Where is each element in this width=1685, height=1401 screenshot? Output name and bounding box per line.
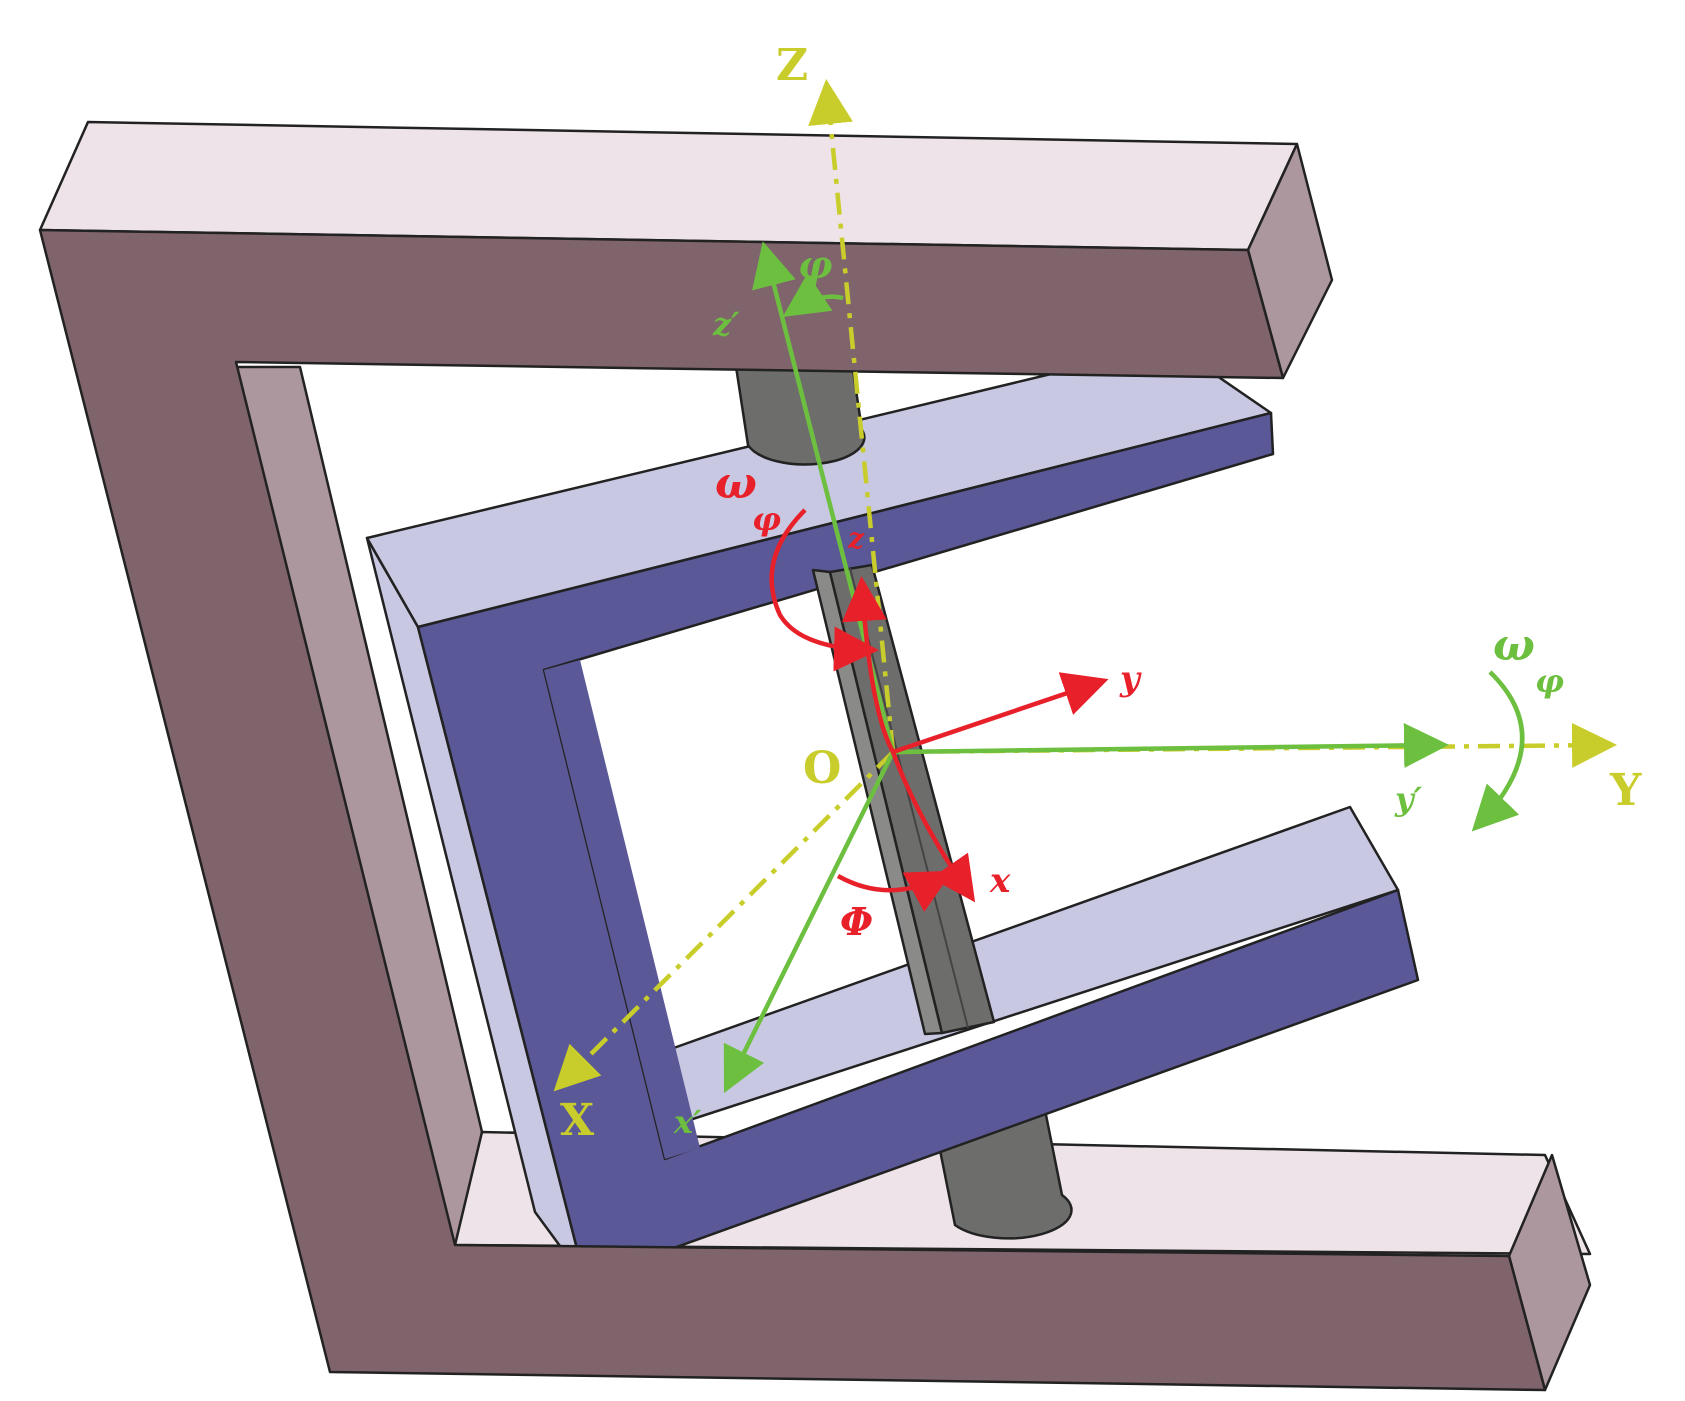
- outer-frame-front: [38, 120, 1592, 1392]
- outer-frame-top-bar-top: [38, 120, 1299, 252]
- label-Phi: Φ: [840, 899, 873, 944]
- axis-x-prime: [723, 751, 896, 1094]
- omega-red-arc: [769, 508, 879, 672]
- axis-y-prime: [892, 722, 1449, 768]
- label-x-prime: x′: [673, 1103, 702, 1141]
- axis-x-body: [890, 751, 976, 903]
- label-X: X: [560, 1095, 595, 1146]
- label-y: y: [1119, 659, 1142, 699]
- label-omega-green-sub: φ: [1535, 662, 1564, 700]
- inner-frame: [365, 343, 1420, 1282]
- inner-frame-window-inner: [544, 660, 700, 1159]
- shaft-upper: [733, 348, 866, 466]
- label-Y: Y: [1609, 765, 1642, 816]
- outer-frame-main-front: [38, 228, 1547, 1392]
- label-O: O: [803, 743, 841, 794]
- label-Z: Z: [776, 40, 808, 91]
- label-omega-red-sub: φ: [752, 500, 781, 538]
- axis-y-body: [892, 672, 1109, 755]
- axis-Z: [808, 79, 896, 753]
- angle-Phi-arc: [836, 870, 953, 912]
- axis-X: [553, 750, 895, 1092]
- body-axes: [769, 508, 1109, 912]
- label-y-prime: y′: [1394, 780, 1423, 818]
- shaft-central: [811, 563, 996, 1036]
- labels: Z X Y O z′ x′ y′ φ x y z Φ ω φ ω φ: [560, 40, 1642, 1146]
- label-omega-green: ω: [1493, 620, 1535, 671]
- fixed-axes: [553, 79, 1617, 1092]
- axis-z-body: [841, 576, 895, 754]
- omega-Y-arc: [1471, 670, 1525, 832]
- axis-Y: [892, 722, 1617, 768]
- label-omega-red: ω: [715, 458, 757, 509]
- label-phi: φ: [798, 242, 832, 287]
- label-z-prime: z′: [712, 305, 740, 343]
- label-x: x: [989, 861, 1011, 901]
- angle-phi-arc: [782, 273, 844, 317]
- label-z: z: [847, 522, 865, 555]
